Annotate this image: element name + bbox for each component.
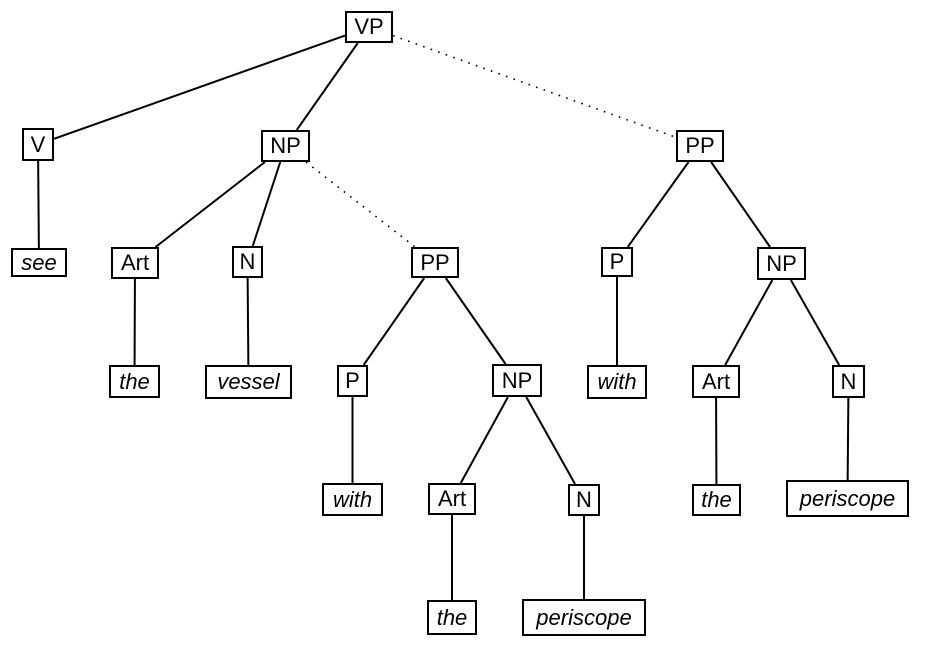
tree-node-n2: N [568, 484, 600, 516]
tree-node-p1: P [337, 365, 368, 397]
tree-edge-np1-art1 [154, 161, 266, 248]
tree-edge-np3-n3 [789, 279, 841, 366]
tree-node-art1: Art [111, 247, 159, 279]
tree-node-vp: VP [345, 11, 393, 43]
tree-edge-pp2-np3 [710, 161, 771, 248]
tree-node-the3: the [692, 484, 741, 516]
tree-node-vessel: vessel [205, 365, 292, 399]
tree-node-periscope2: periscope [786, 480, 909, 517]
tree-node-np1: NP [261, 130, 310, 162]
tree-node-np2: NP [492, 364, 542, 397]
tree-node-p2: P [601, 247, 633, 277]
tree-node-the1: the [109, 365, 160, 398]
tree-node-art3: Art [428, 483, 476, 515]
tree-edge-n1-vessel [246, 277, 250, 366]
tree-node-art2: Art [692, 365, 740, 398]
tree-node-see: see [11, 248, 67, 277]
tree-edge-vp-v [53, 34, 346, 140]
tree-node-n1: N [232, 246, 263, 278]
tree-node-np3: NP [757, 247, 806, 280]
tree-node-n3: N [832, 365, 865, 398]
tree-edge-np3-art2 [724, 279, 774, 366]
tree-node-pp2: PP [676, 130, 724, 162]
tree-node-v: V [22, 128, 54, 161]
tree-node-the2: the [427, 600, 477, 635]
tree-node-pp1: PP [411, 247, 459, 278]
tree-edge-np2-n2 [525, 396, 576, 485]
tree-node-periscope1: periscope [522, 599, 646, 636]
tree-edge-v-see [37, 160, 40, 249]
tree-node-with1: with [322, 483, 383, 516]
tree-edge-vp-np1 [295, 42, 359, 131]
tree-edge-pp1-p1 [362, 277, 426, 366]
tree-edge-pp2-p2 [626, 161, 690, 248]
tree-node-with2: with [587, 365, 647, 399]
tree-edge-pp1-np2 [444, 277, 507, 365]
tree-edge-n3-periscope2 [846, 397, 850, 481]
tree-edge-np1-n1 [251, 161, 282, 247]
tree-edge-np2-art3 [459, 396, 509, 484]
